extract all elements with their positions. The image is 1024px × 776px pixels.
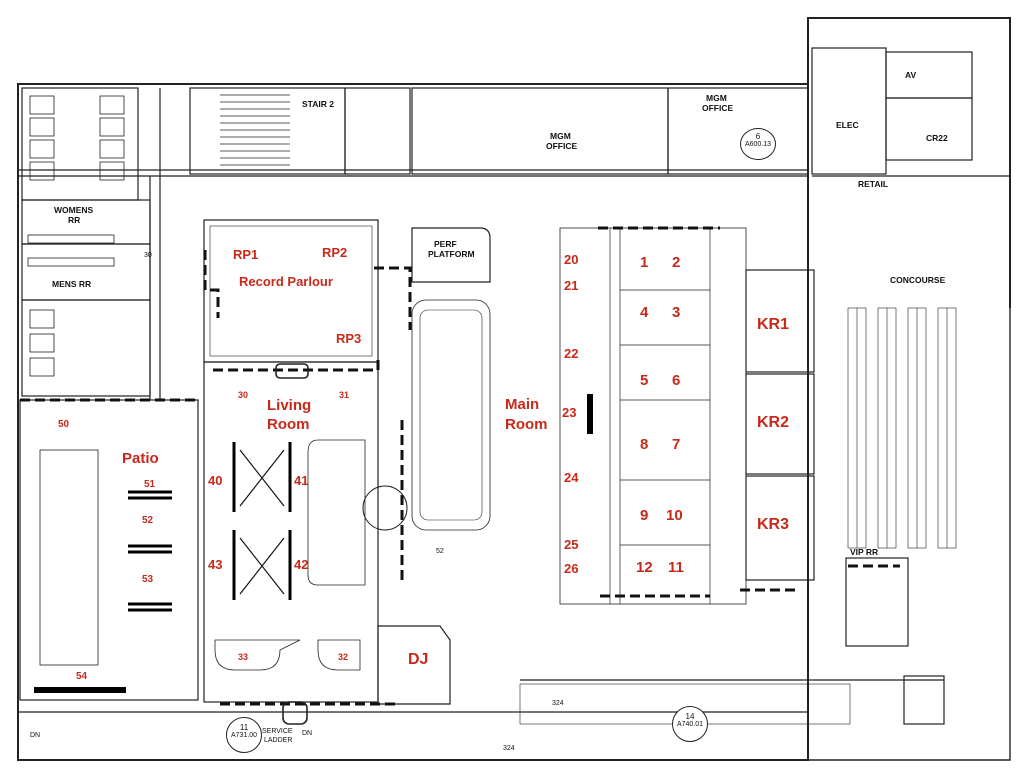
detail-bubble-11-ref: A731.00	[230, 732, 258, 739]
womens-rr-label: WOMENS	[54, 205, 94, 215]
table-51: 51	[144, 479, 156, 490]
table-43: 43	[208, 557, 223, 572]
perf-platform	[411, 227, 491, 283]
kr1-room	[745, 269, 815, 373]
table-24: 24	[564, 470, 579, 485]
table-5: 5	[640, 372, 649, 389]
outer-wall-right-top	[807, 17, 1011, 308]
table-7: 7	[672, 436, 681, 453]
main-room-label: Main	[505, 396, 540, 413]
mgm-office-label: MGM	[550, 131, 571, 141]
patio-label: Patio	[122, 450, 159, 467]
concourse-label: CONCOURSE	[890, 275, 946, 285]
down-label: DN	[30, 732, 41, 739]
av-label: AV	[905, 70, 917, 80]
table-4: 4	[640, 304, 649, 321]
kr2-label: KR2	[757, 414, 790, 431]
rp2-label: RP2	[322, 245, 348, 260]
kr1-label: KR1	[757, 316, 790, 333]
mens-rr-room	[21, 299, 151, 397]
outer-wall	[17, 83, 809, 761]
vip-rr-room	[845, 557, 909, 647]
detail-bubble-6-ref: A600.13	[744, 141, 772, 148]
kr3-room	[745, 475, 815, 581]
living-room-label: Living	[267, 397, 312, 414]
patio-bar	[39, 449, 99, 666]
table-52: 52	[142, 515, 154, 526]
kr3-label: KR3	[757, 516, 790, 533]
rp1-label: RP1	[233, 247, 259, 262]
table-25: 25	[564, 537, 579, 552]
patio-area	[19, 399, 199, 701]
detail-bubble-11: 11 A731.00	[226, 717, 262, 753]
mgm-office-room	[411, 87, 669, 175]
detail-bubble-14-ref: A740.01	[676, 721, 704, 728]
table-20: 20	[564, 252, 579, 267]
table-2: 2	[672, 254, 681, 271]
table-42: 42	[294, 557, 309, 572]
table-1: 1	[640, 254, 649, 271]
dj-booth-outline	[377, 625, 451, 705]
table-31: 31	[339, 390, 350, 400]
tag-324b: 324	[503, 745, 515, 752]
table-50: 50	[58, 419, 70, 430]
table-30: 30	[238, 390, 249, 400]
perf-platform-label: PERF	[434, 239, 457, 249]
av-room	[885, 51, 973, 99]
table-54: 54	[76, 671, 88, 682]
main-room-label-2: Room	[505, 416, 548, 433]
mgm-office-label-3: MGM	[706, 93, 727, 103]
table-9: 9	[640, 507, 649, 524]
service-ladder-label-2: LADDER	[264, 737, 293, 744]
mgm-office-label-2: OFFICE	[546, 141, 578, 151]
cr22-room	[885, 97, 973, 161]
kr2-room	[745, 373, 815, 475]
table-12: 12	[636, 559, 653, 576]
mgm-office-label-4: OFFICE	[702, 103, 734, 113]
table-22: 22	[564, 346, 579, 361]
detail-bubble-11-number: 11	[239, 723, 249, 732]
perf-platform-label-2: PLATFORM	[428, 249, 475, 259]
retail-label: RETAIL	[858, 179, 889, 189]
table-53: 53	[142, 574, 154, 585]
main-bar	[411, 299, 491, 531]
partition-rp1	[203, 250, 220, 318]
detail-bubble-14: 14 A740.01	[672, 706, 708, 742]
table-41: 41	[294, 473, 309, 488]
table-21: 21	[564, 278, 579, 293]
table-33: 33	[238, 652, 249, 662]
table-40: 40	[208, 473, 223, 488]
rp3-label: RP3	[336, 331, 362, 346]
down-label-2: DN	[302, 730, 313, 737]
table-32: 32	[338, 652, 349, 662]
womens-rr-room	[21, 87, 139, 201]
mens-rr-label: MENS RR	[52, 279, 92, 289]
table-10: 10	[666, 507, 683, 524]
record-parlour-label: Record Parlour	[239, 274, 333, 289]
table-11: 11	[668, 559, 684, 576]
cr22-label: CR22	[926, 133, 948, 143]
detail-bubble-14-number: 14	[685, 712, 695, 721]
elec-room	[811, 47, 887, 175]
elec-label: ELEC	[836, 120, 859, 130]
tag-324a: 324	[552, 700, 564, 707]
womens-rr-label-2: RR	[68, 215, 81, 225]
door-tag-30: 30	[144, 252, 152, 259]
table-23: 23	[562, 405, 577, 420]
table-26: 26	[564, 561, 579, 576]
vip-rr-label: VIP RR	[850, 547, 879, 557]
detail-bubble-6-number: 6	[755, 132, 761, 141]
stair2-label: STAIR 2	[302, 99, 334, 109]
table-8: 8	[640, 436, 649, 453]
dj-label: DJ	[408, 651, 429, 668]
table-6: 6	[672, 372, 681, 389]
service-ladder-label: SERVICE	[262, 728, 293, 735]
table-3: 3	[672, 304, 681, 321]
tag-52: 52	[436, 548, 444, 555]
living-room-label-2: Room	[267, 416, 310, 433]
detail-bubble-6: 6 A600.13	[740, 128, 776, 160]
